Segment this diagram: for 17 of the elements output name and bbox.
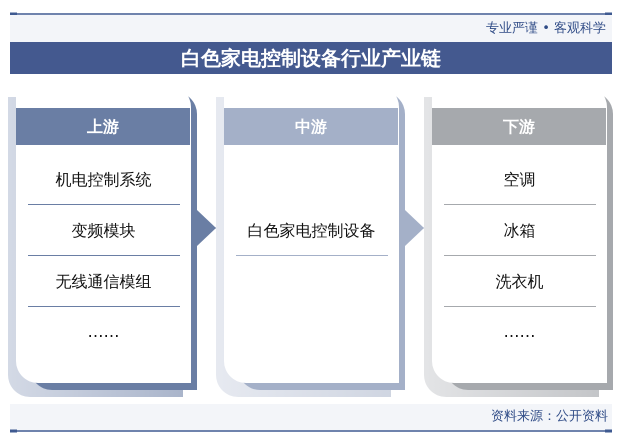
- item-text: 机电控制系统: [54, 169, 152, 191]
- chevron-arrow: [404, 210, 424, 246]
- item-text: 白色家电控制设备: [246, 220, 376, 242]
- item-text: ……: [86, 321, 120, 343]
- title-banner: 白色家电控制设备行业产业链: [10, 42, 612, 74]
- item-text: 变频模块: [70, 220, 136, 242]
- slogan-text: 专业严谨 • 客观科学: [486, 20, 606, 38]
- chevron-arrow: [196, 210, 216, 246]
- stage-heading: 中游: [224, 108, 398, 145]
- item-text: 洗衣机: [494, 271, 544, 293]
- item-text: 无线通信模组: [54, 271, 152, 293]
- item-text: 空调: [502, 169, 536, 191]
- stage-heading: 下游: [432, 108, 606, 145]
- item-text: 冰箱: [502, 220, 536, 242]
- source-note: 资料来源：公开资料: [491, 408, 608, 426]
- item-text: ……: [502, 321, 536, 343]
- stage-heading: 上游: [16, 108, 190, 145]
